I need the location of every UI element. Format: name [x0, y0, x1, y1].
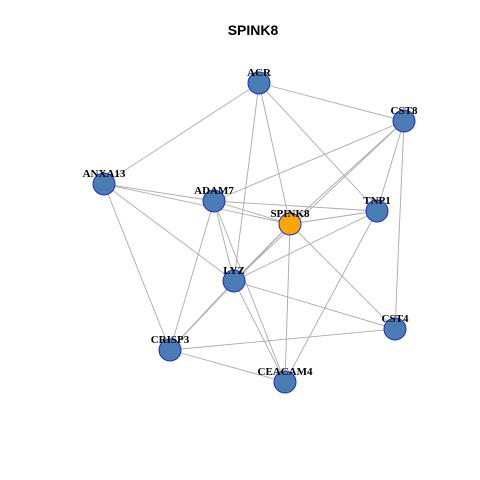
- node-label-lyz: LYZ: [223, 265, 245, 277]
- node-label-tnp1: TNP1: [363, 195, 391, 207]
- node-spink8: [278, 212, 302, 236]
- edge-cst8-cst4: [394, 120, 405, 330]
- node-label-spink8: SPINK8: [270, 208, 310, 220]
- node-label-ceacam4: CEACAM4: [258, 366, 313, 378]
- node-label-adam7: ADAM7: [194, 185, 234, 197]
- node-adam7: [202, 189, 226, 213]
- node-label-anxa13: ANXA13: [83, 168, 126, 180]
- edge-spink8-cst4: [289, 223, 396, 330]
- edge-acr-cst8: [258, 82, 405, 122]
- edge-layer: [103, 82, 405, 383]
- edge-lyz-crisp3: [169, 280, 235, 351]
- edge-spink8-tnp1: [289, 210, 378, 225]
- node-crisp3: [158, 338, 182, 362]
- node-ceacam4: [273, 370, 297, 394]
- node-label-cst8: CST8: [391, 105, 418, 117]
- edge-cst8-adam7: [213, 120, 405, 202]
- edge-cst4-crisp3: [169, 328, 396, 351]
- node-acr: [247, 71, 271, 95]
- node-tnp1: [365, 199, 389, 223]
- edge-cst8-lyz: [233, 120, 405, 282]
- node-label-crisp3: CRISP3: [151, 334, 190, 346]
- edge-crisp3-ceacam4: [169, 349, 286, 383]
- edge-adam7-tnp1: [213, 200, 378, 212]
- edge-lyz-ceacam4: [233, 280, 286, 383]
- edge-lyz-cst4: [233, 280, 396, 330]
- edge-acr-tnp1: [258, 82, 378, 212]
- edge-tnp1-ceacam4: [284, 210, 378, 383]
- edge-adam7-lyz: [213, 200, 235, 282]
- edge-anxa13-crisp3: [103, 183, 171, 351]
- edge-acr-spink8: [258, 82, 291, 225]
- graph-title: SPINK8: [228, 22, 279, 38]
- edge-adam7-spink8: [213, 200, 291, 225]
- node-layer: [92, 71, 416, 394]
- edge-anxa13-lyz: [103, 183, 235, 282]
- node-cst8: [392, 109, 416, 133]
- edge-adam7-ceacam4: [213, 200, 286, 383]
- node-anxa13: [92, 172, 116, 196]
- edge-anxa13-spink8: [103, 183, 291, 225]
- edge-adam7-crisp3: [169, 200, 215, 351]
- node-lyz: [222, 269, 246, 293]
- edge-acr-lyz: [233, 82, 260, 282]
- edge-tnp1-lyz: [233, 210, 378, 282]
- edge-acr-anxa13: [103, 82, 260, 185]
- edge-anxa13-adam7: [103, 183, 215, 202]
- node-label-cst4: CST4: [382, 313, 409, 325]
- node-cst4: [383, 317, 407, 341]
- node-label-acr: ACR: [247, 67, 272, 79]
- edge-cst8-tnp1: [376, 120, 405, 212]
- edge-spink8-ceacam4: [284, 223, 291, 383]
